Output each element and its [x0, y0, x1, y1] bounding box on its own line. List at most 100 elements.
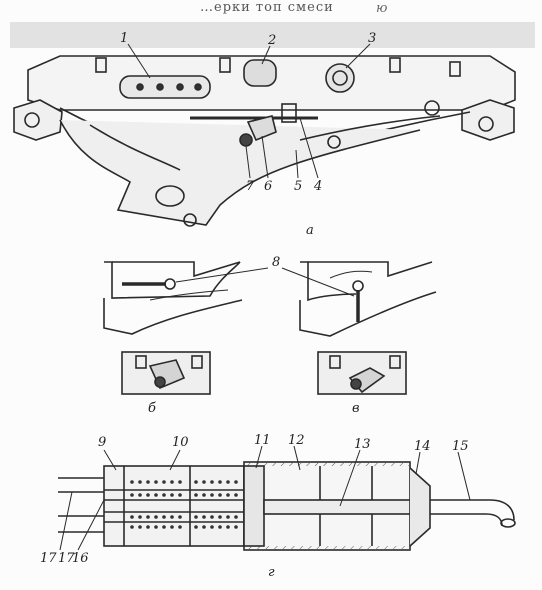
perforation-hole: [226, 515, 230, 519]
perforation-hole: [202, 493, 206, 497]
view-label-g: г: [268, 565, 275, 580]
cropped-header-text: …ерки топ смеси: [200, 0, 334, 15]
shell-hatch-top: [244, 462, 410, 466]
perforation-hole: [226, 480, 230, 484]
perforation-hole: [154, 493, 158, 497]
perforation-hole: [178, 493, 182, 497]
perforation-hole: [130, 493, 134, 497]
view-label-v: в: [352, 401, 360, 416]
part-number: 14: [414, 439, 431, 454]
perforation-hole: [154, 480, 158, 484]
view-v-stud: [389, 355, 401, 369]
view-v-housing: [308, 261, 433, 278]
perforation-hole: [130, 515, 134, 519]
perforation-hole: [202, 525, 206, 529]
perforation-hole: [194, 525, 198, 529]
outlet-port: [155, 185, 185, 207]
part-number: 4: [314, 179, 323, 194]
outlet-bolt: [183, 213, 197, 227]
damper-slot: [119, 75, 211, 99]
perforation-hole: [138, 493, 142, 497]
perforation-hole: [194, 480, 198, 484]
perforation-hole: [218, 525, 222, 529]
perforation-hole: [138, 480, 142, 484]
part-number: 7: [246, 179, 255, 194]
view-g-muffler: [58, 445, 516, 551]
right-mount-ear: [461, 99, 515, 141]
part-number: 1: [120, 31, 129, 46]
perforation-hole: [202, 480, 206, 484]
part-number: 10: [172, 435, 189, 450]
perforation-hole: [194, 493, 198, 497]
stud: [95, 57, 107, 73]
slot-rivet: [136, 83, 144, 91]
part-number: 3: [368, 31, 377, 46]
stud: [449, 61, 461, 77]
view-label-b: б: [148, 401, 156, 416]
boss-part-5: [327, 135, 341, 149]
perforation-hole: [130, 480, 134, 484]
view-b-stud: [135, 355, 147, 369]
view-b-passage-top: [104, 261, 241, 299]
perforation-hole: [162, 525, 166, 529]
part-number: 5: [294, 179, 303, 194]
header-mark: ю: [376, 1, 388, 16]
part-number: 6: [264, 179, 273, 194]
part-number: 9: [98, 435, 107, 450]
view-b-damper: [103, 261, 243, 395]
perforation-hole: [154, 515, 158, 519]
right-bolt-hole: [478, 116, 494, 132]
tail-pipe-upper: [430, 499, 515, 521]
part-number: 11: [254, 433, 271, 448]
perforation-hole: [170, 515, 174, 519]
perforation-hole: [226, 493, 230, 497]
perforation-hole: [202, 515, 206, 519]
view-v-passage-bottom: [299, 291, 437, 337]
perforation-hole: [210, 515, 214, 519]
perforation-hole: [146, 493, 150, 497]
perforation-hole: [210, 525, 214, 529]
tail-pipe-end: [500, 518, 516, 528]
part-number: 8: [272, 255, 281, 270]
perforation-hole: [162, 480, 166, 484]
view-b-passage-bottom: [103, 298, 243, 335]
perforation-hole: [146, 515, 150, 519]
nut-part-7: [239, 133, 253, 147]
view-b-stud: [191, 355, 203, 369]
view-b-housing: [112, 261, 241, 278]
view-8-leaders: [175, 267, 355, 297]
view-v-stud: [329, 355, 341, 369]
perforation-hole: [178, 480, 182, 484]
perforation-hole: [234, 493, 238, 497]
stud: [389, 57, 401, 73]
part-number: 12: [288, 433, 305, 448]
view-b-axle: [164, 278, 176, 290]
tail-inner-tube: [263, 499, 411, 515]
perforation-hole: [234, 515, 238, 519]
perforation-hole: [178, 525, 182, 529]
perforation-hole: [138, 525, 142, 529]
perforation-hole: [178, 515, 182, 519]
view-v-flow: [329, 270, 373, 279]
manifold-inner-line-right: [299, 115, 441, 141]
view-v-damper: [175, 261, 437, 395]
end-cone: [409, 467, 431, 547]
slot-rivet: [176, 83, 184, 91]
view-g-leaders: [59, 445, 471, 551]
perforation-hole: [170, 525, 174, 529]
manifold-body: [59, 119, 421, 226]
port-part-3: [325, 63, 355, 93]
stud: [219, 57, 231, 73]
manifold-inner-line: [89, 124, 181, 171]
perforation-hole: [146, 480, 150, 484]
view-a-leaders: [127, 43, 371, 179]
slot-rivet: [194, 83, 202, 91]
port-part-3-inner: [332, 70, 348, 86]
perforation-hole: [210, 480, 214, 484]
view-v-axle: [352, 280, 364, 292]
shell-hatch-bottom: [244, 546, 410, 550]
part-number: 2: [268, 33, 277, 48]
slot-rivet: [156, 83, 164, 91]
perforation-hole: [218, 493, 222, 497]
